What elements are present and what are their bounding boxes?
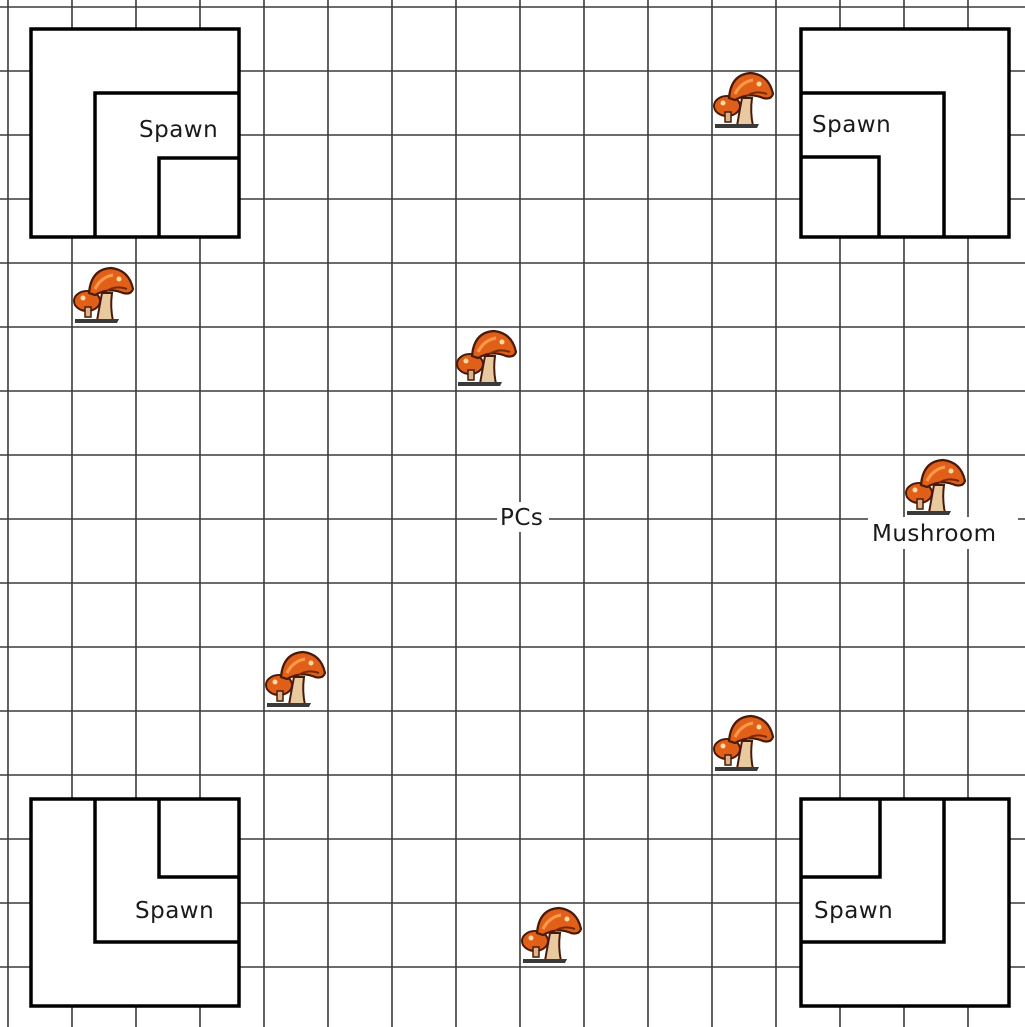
mushroom-icon — [266, 652, 325, 707]
pcs-label: PCs — [500, 505, 543, 531]
spawn-label-top-right: Spawn — [812, 112, 891, 138]
mushroom-label: Mushroom — [872, 521, 996, 547]
mushroom-icon — [457, 331, 516, 386]
mushroom-icon — [906, 460, 965, 515]
mushroom-icon — [714, 716, 773, 771]
mushroom-icon — [714, 73, 773, 128]
mushroom-icon — [522, 908, 581, 963]
spawn-label-bottom-right: Spawn — [814, 898, 893, 924]
spawn-label-bottom-left: Spawn — [135, 898, 214, 924]
spawn-label-top-left: Spawn — [139, 117, 218, 143]
mushroom-icon — [74, 268, 133, 323]
